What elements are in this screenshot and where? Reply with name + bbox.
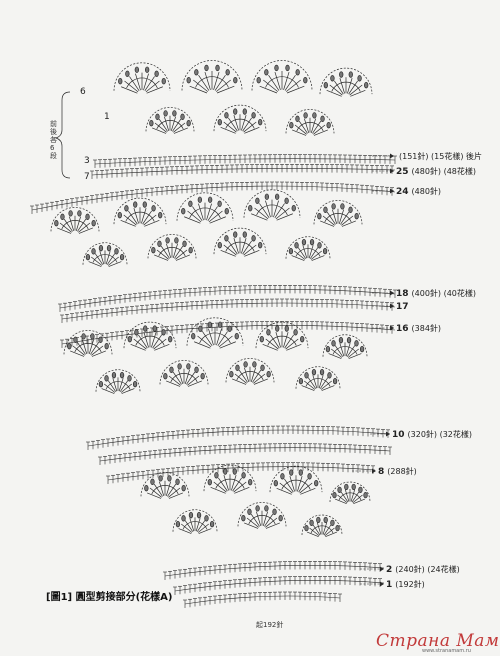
stitch-row xyxy=(58,285,397,312)
row-label-18: 18(400針) (40花樣) xyxy=(396,289,477,299)
fan-motif xyxy=(140,472,190,499)
row-label-2: 2(240針) (24花樣) xyxy=(386,565,460,575)
fan-motif xyxy=(113,62,171,94)
leader-arrow xyxy=(390,168,394,174)
fan-motif xyxy=(203,464,257,494)
row-brace xyxy=(54,91,71,179)
row-label-17: 17 xyxy=(396,302,409,312)
stitch-row xyxy=(173,576,385,595)
fan-motif xyxy=(82,242,128,267)
fan-motif xyxy=(243,189,301,221)
fan-motif xyxy=(123,321,177,351)
row-label-16: 16(384針) xyxy=(396,324,442,334)
fan-motif xyxy=(329,481,371,505)
fan-motif xyxy=(181,60,243,94)
left-label-7: 7 xyxy=(84,172,90,182)
leader-arrow xyxy=(390,303,394,309)
fan-motif xyxy=(147,234,197,261)
fan-motif xyxy=(313,200,363,227)
row-label-top: (151針) (15花樣) 後片 xyxy=(399,152,483,161)
row-label-1: 1(192針) xyxy=(386,580,425,590)
fan-motif xyxy=(50,207,100,234)
watermark-url: www.stranamam.ru xyxy=(422,648,471,654)
fan-motif xyxy=(172,509,218,534)
leader-arrow xyxy=(386,431,390,437)
fan-motif xyxy=(225,358,275,385)
fan-motif xyxy=(213,227,267,257)
stitch-row xyxy=(30,181,396,214)
stitch-row xyxy=(183,591,342,608)
fan-motif xyxy=(186,317,244,349)
stitch-row xyxy=(90,164,396,179)
fan-motif xyxy=(285,109,335,136)
fan-motif xyxy=(95,369,141,394)
leader-arrow xyxy=(390,325,394,331)
stitch-row xyxy=(106,462,376,484)
fan-motif xyxy=(295,366,341,391)
leader-arrow xyxy=(380,581,384,587)
fan-motif xyxy=(301,514,343,538)
fan-motif xyxy=(322,334,368,359)
row-label-8: 8(288針) xyxy=(378,467,417,477)
stitch-row xyxy=(60,298,396,323)
leader-arrow xyxy=(390,188,394,194)
fan-motif xyxy=(63,330,113,357)
stitch-row xyxy=(93,154,397,168)
figure-caption: [圖1] 圓型剪接部分(花樣A) xyxy=(46,592,173,603)
fan-motif xyxy=(113,197,167,227)
row-label-24: 24(480針) xyxy=(396,187,442,197)
fan-motif xyxy=(213,104,267,134)
left-label-1: 1 xyxy=(104,112,110,122)
fan-motif xyxy=(269,465,323,495)
leader-arrow xyxy=(390,290,394,296)
leader-arrow xyxy=(372,468,376,474)
row-label-10: 10(320針) (32花樣) xyxy=(392,430,473,440)
left-label-6: 6 xyxy=(80,87,86,97)
vertical-label: 前後各6段 xyxy=(50,120,57,160)
left-label-3: 3 xyxy=(84,156,90,166)
fan-motif xyxy=(237,502,287,529)
fan-motif xyxy=(145,107,195,134)
fan-motif xyxy=(251,60,313,94)
start-stitch-label: 起192針 xyxy=(256,621,284,629)
leader-arrow xyxy=(380,566,384,572)
stitch-row xyxy=(98,443,392,465)
stitch-row xyxy=(86,425,391,450)
leader-arrow xyxy=(390,153,394,159)
fan-motif xyxy=(285,236,331,261)
watermark: Страна Мам xyxy=(376,631,500,651)
stitch-row xyxy=(163,561,385,580)
fan-motif xyxy=(319,67,373,97)
fan-motif xyxy=(255,321,309,351)
row-label-25: 25(480針) (48花樣) xyxy=(396,167,477,177)
fan-motif xyxy=(176,192,234,224)
fan-motif xyxy=(159,360,209,387)
